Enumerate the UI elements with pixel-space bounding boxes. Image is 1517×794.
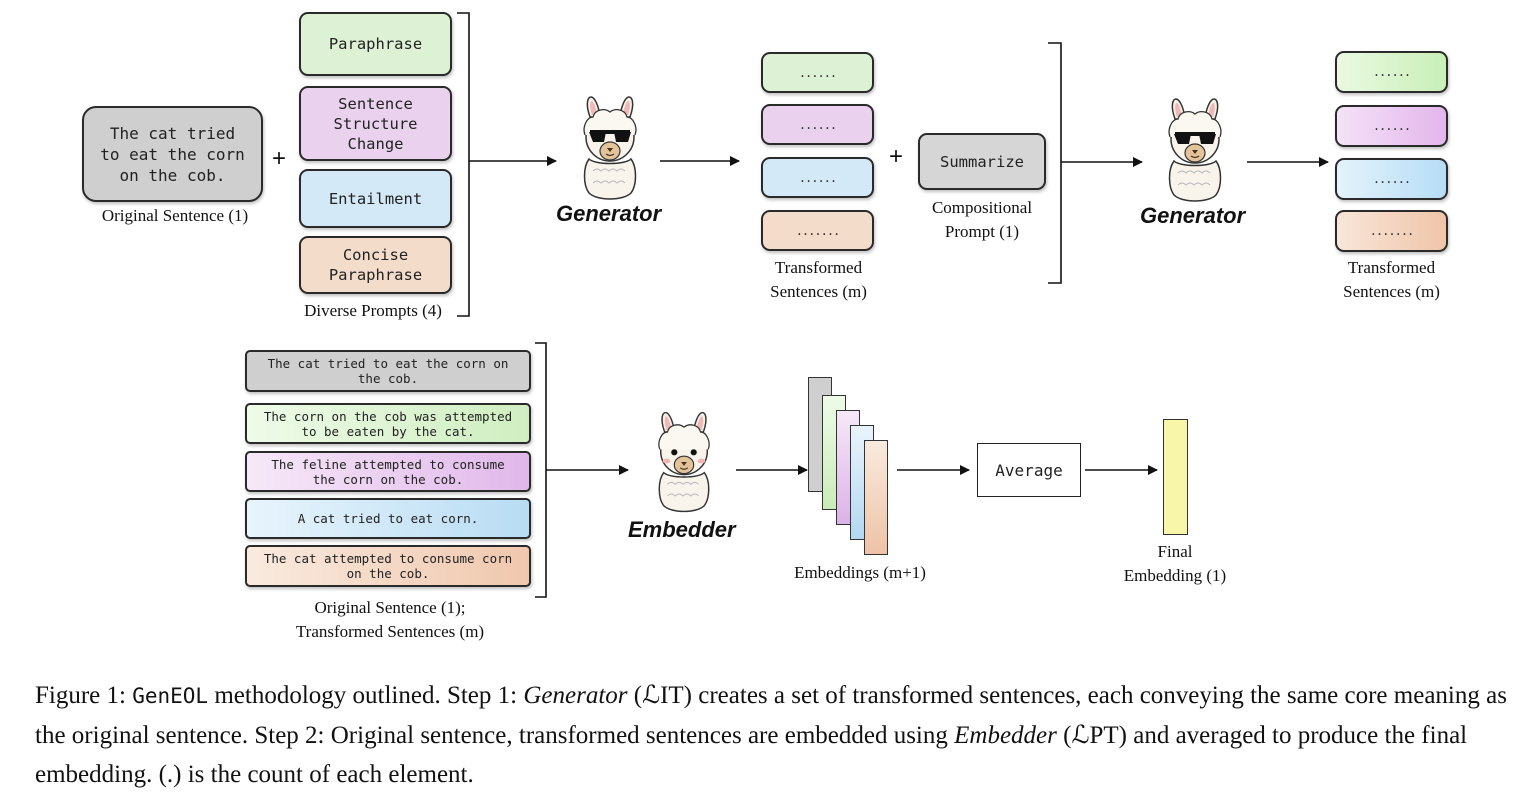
llama-generator-2-icon bbox=[1168, 98, 1222, 202]
embedding-peach bbox=[864, 440, 888, 555]
embeddings-label: Embeddings (m+1) bbox=[794, 563, 926, 582]
step2-sentence-purple: The feline attempted to consume the corn… bbox=[245, 451, 531, 492]
caption-method-name: GenEOL bbox=[132, 684, 209, 708]
caption-loss-pt: (ℒPT) bbox=[1056, 722, 1127, 749]
embedder-label: Embedder bbox=[628, 517, 736, 542]
compositional-label-line2: Prompt (1) bbox=[944, 222, 1020, 241]
step2-sentence-peach: The cat attempted to consume corn on the… bbox=[245, 545, 531, 587]
transformed-sentences-label: Transformed Sentences (m) bbox=[740, 256, 897, 304]
transformed-sentence-1: ...... bbox=[761, 52, 874, 93]
prompt-sentence-structure-change: Sentence Structure Change bbox=[299, 86, 452, 161]
final-embedding-label-line2: Embedding (1) bbox=[1123, 566, 1227, 585]
sentences-bracket bbox=[535, 342, 547, 598]
compositional-bracket bbox=[1048, 42, 1062, 284]
average-box: Average bbox=[977, 443, 1081, 497]
final-embedding-label: Final Embedding (1) bbox=[1100, 540, 1250, 588]
transformed-label-line1: Transformed bbox=[774, 258, 863, 277]
caption-part3: and averaged to produce the final embedd… bbox=[35, 722, 1468, 788]
final-transformed-label-line2: Sentences (m) bbox=[1343, 282, 1440, 301]
step2-sentence-green: The corn on the cob was attempted to be … bbox=[245, 403, 531, 444]
prompt-paraphrase: Paraphrase bbox=[299, 12, 452, 76]
transformed-sentence-3: ...... bbox=[761, 157, 874, 198]
caption-generator: Generator bbox=[523, 682, 628, 709]
step2-sentences-label: Original Sentence (1); Transformed Sente… bbox=[250, 596, 530, 644]
diverse-prompts-label: Diverse Prompts (4) bbox=[304, 301, 442, 320]
caption-embedder: Embedder bbox=[954, 722, 1057, 749]
final-embedding-bar bbox=[1163, 419, 1188, 535]
step2-label-line2: Transformed Sentences (m) bbox=[295, 622, 485, 641]
prompts-bracket bbox=[457, 12, 470, 317]
prompt-entailment: Entailment bbox=[299, 169, 452, 228]
step2-sentence-blue: A cat tried to eat corn. bbox=[245, 498, 531, 539]
generator-label: Generator bbox=[556, 201, 662, 226]
compositional-prompt-summarize: Summarize bbox=[918, 133, 1046, 190]
caption-part1: methodology outlined. Step 1: bbox=[208, 682, 524, 709]
transformed-sentence-2: ...... bbox=[761, 104, 874, 145]
caption-loss-it: (ℒIT) bbox=[627, 682, 693, 709]
final-transformed-sentence-3: ...... bbox=[1335, 158, 1448, 200]
final-embedding-label-line1: Final bbox=[1157, 542, 1193, 561]
llama-generator-icon bbox=[583, 96, 637, 200]
final-transformed-sentence-1: ...... bbox=[1335, 51, 1448, 93]
plus-sign-2: + bbox=[889, 143, 904, 170]
prompt-concise-paraphrase: Concise Paraphrase bbox=[299, 236, 452, 294]
llama-embedder-icon bbox=[658, 411, 710, 513]
step2-sentence-original: The cat tried to eat the corn on the cob… bbox=[245, 350, 531, 392]
original-sentence-label: Original Sentence (1) bbox=[101, 206, 249, 225]
final-transformed-sentences-label: Transformed Sentences (m) bbox=[1313, 256, 1470, 304]
figure-caption: Figure 1: GenEOL methodology outlined. S… bbox=[35, 676, 1510, 794]
caption-part2: creates a set of transformed sentences, … bbox=[35, 682, 1507, 749]
compositional-label-line1: Compositional bbox=[931, 198, 1033, 217]
final-transformed-sentence-4: ....... bbox=[1335, 210, 1448, 252]
caption-prefix: Figure 1: bbox=[35, 682, 133, 709]
compositional-prompt-label: Compositional Prompt (1) bbox=[905, 196, 1059, 244]
transformed-sentence-4: ....... bbox=[761, 210, 874, 251]
transformed-label-line2: Sentences (m) bbox=[770, 282, 867, 301]
generator-2-label: Generator bbox=[1140, 203, 1246, 228]
final-transformed-sentence-2: ...... bbox=[1335, 105, 1448, 147]
plus-sign-1: + bbox=[272, 145, 287, 172]
original-sentence-box: The cat tried to eat the corn on the cob… bbox=[82, 106, 263, 202]
final-transformed-label-line1: Transformed bbox=[1347, 258, 1436, 277]
step2-label-line1: Original Sentence (1); bbox=[314, 598, 466, 617]
